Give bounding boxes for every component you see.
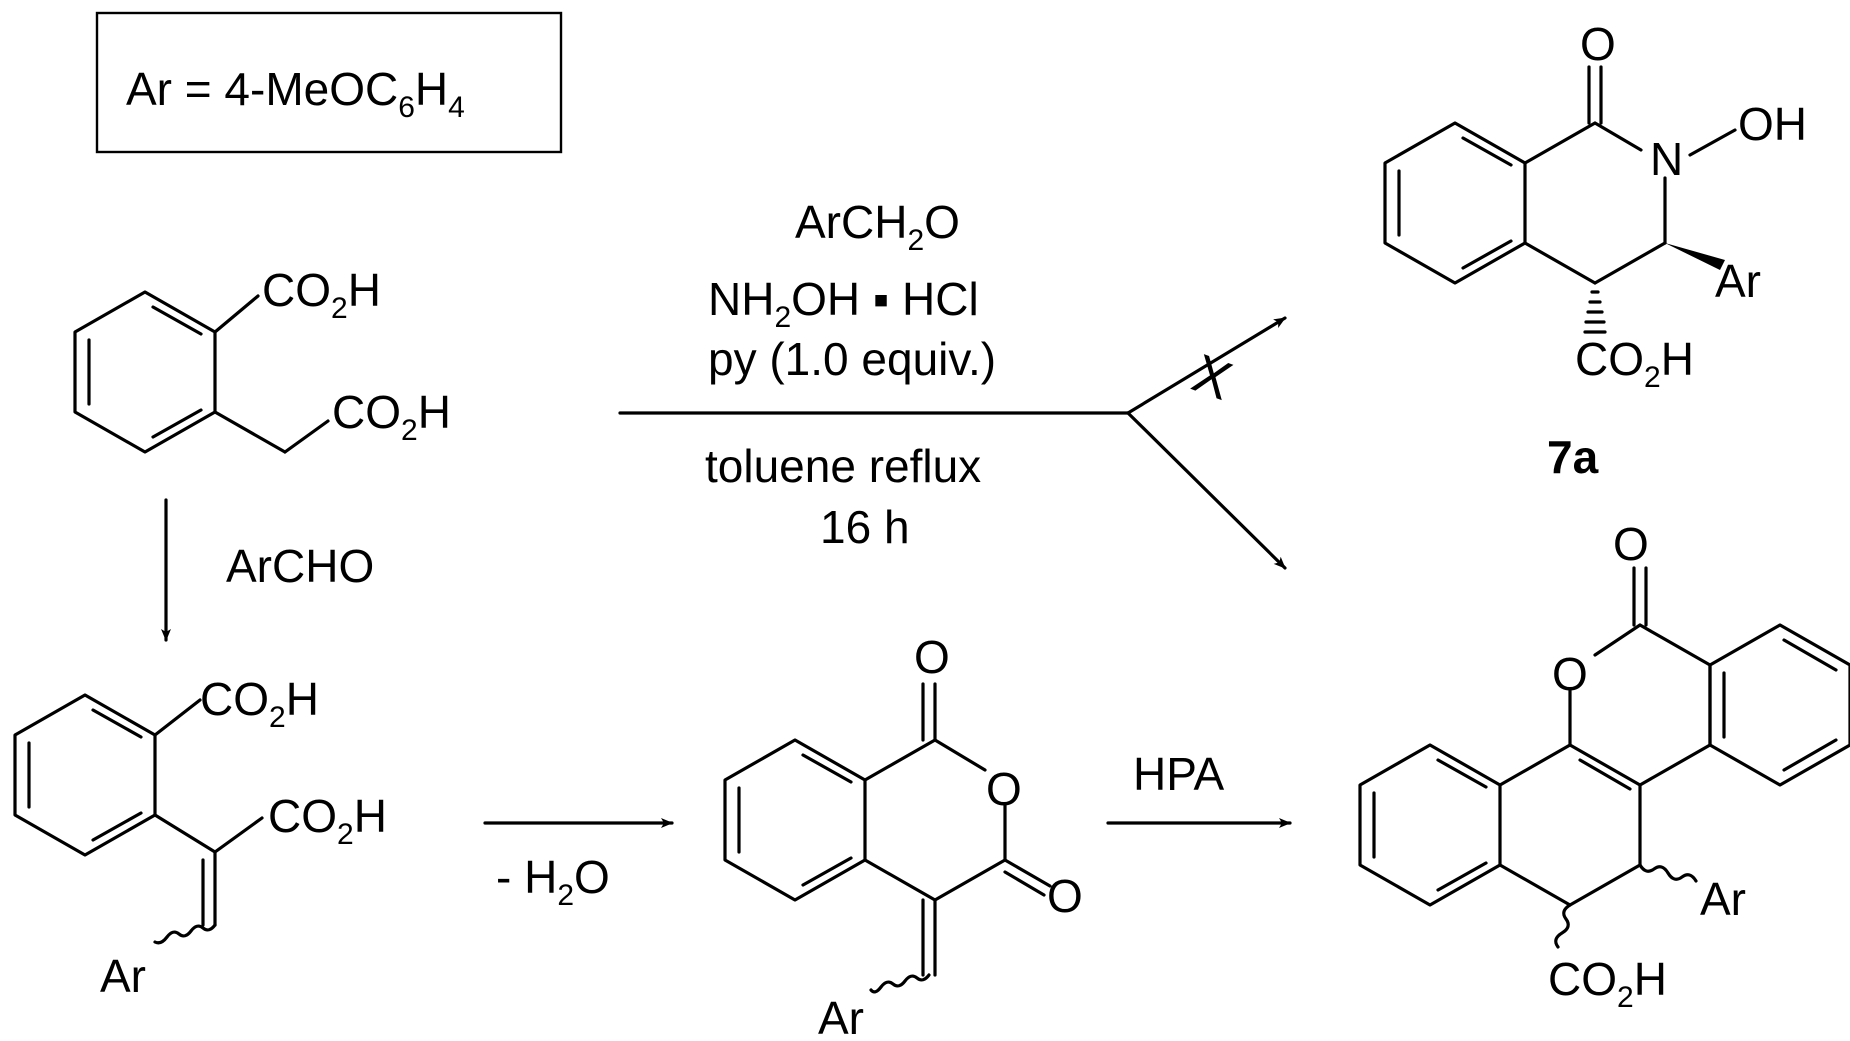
condition-pyridine: py (1.0 equiv.): [708, 333, 996, 385]
condition-aldehyde: ArCH2O: [795, 196, 960, 257]
carbonyl-oxygen-label: O: [914, 631, 950, 683]
aryl-label: Ar: [818, 992, 864, 1041]
condition-solvent: toluene reflux: [705, 440, 981, 492]
reaction-conditions: ArCH2O NH2OH ▪ HCl py (1.0 equiv.) tolue…: [705, 196, 996, 553]
ar-definition-box: Ar = 4-MeOC6H4: [95, 11, 563, 154]
aryl-label: Ar: [1700, 873, 1746, 925]
blocked-pathway-mark: X: [1185, 343, 1239, 412]
ar-definition-text: Ar = 4-MeOC6H4: [126, 63, 465, 124]
carbonyl-oxygen-label: O: [1047, 870, 1083, 922]
ring-oxygen-label: O: [1552, 648, 1588, 700]
carboxylic-acid-label: CO2H: [268, 790, 387, 851]
water-loss-label: - H2O: [496, 851, 610, 912]
arylidene-anhydride-structure: O O O Ar: [723, 631, 1083, 1041]
dehydration-arrow: - H2O: [483, 818, 674, 912]
ring-oxygen-label: O: [986, 763, 1022, 815]
homophthalic-acid-structure: CO2H CO2H: [73, 264, 451, 454]
condition-time: 16 h: [820, 501, 910, 553]
carboxylic-acid-label: CO2H: [1575, 333, 1694, 394]
aryl-label: Ar: [100, 950, 146, 1002]
compound-7a-structure: O N OH Ar CO2H 7a: [1383, 18, 1807, 483]
hashed-wedge-bond: [1583, 290, 1607, 334]
carboxylic-acid-label: CO2H: [1548, 953, 1667, 1014]
lactone-product-structure: O O Ar CO2H: [1358, 518, 1850, 1014]
archo-reagent-label: ArCHO: [226, 540, 374, 592]
condensation-arrow: ArCHO: [161, 498, 374, 642]
arylidene-diacid-structure: CO2H CO2H Ar: [13, 673, 387, 1002]
hpa-arrow: HPA: [1106, 748, 1292, 828]
hydroxyl-label: OH: [1738, 98, 1807, 150]
carboxylic-acid-label: CO2H: [262, 264, 381, 325]
carbonyl-oxygen-label: O: [1613, 518, 1649, 570]
condition-hydroxylamine: NH2OH ▪ HCl: [708, 273, 979, 334]
acetic-acid-label: CO2H: [332, 386, 451, 447]
carbonyl-oxygen-label: O: [1580, 18, 1616, 70]
aryl-label: Ar: [1715, 255, 1761, 307]
compound-7a-label: 7a: [1547, 431, 1599, 483]
nitrogen-label: N: [1650, 133, 1683, 185]
hpa-reagent-label: HPA: [1133, 748, 1224, 800]
carboxylic-acid-label: CO2H: [200, 673, 319, 734]
